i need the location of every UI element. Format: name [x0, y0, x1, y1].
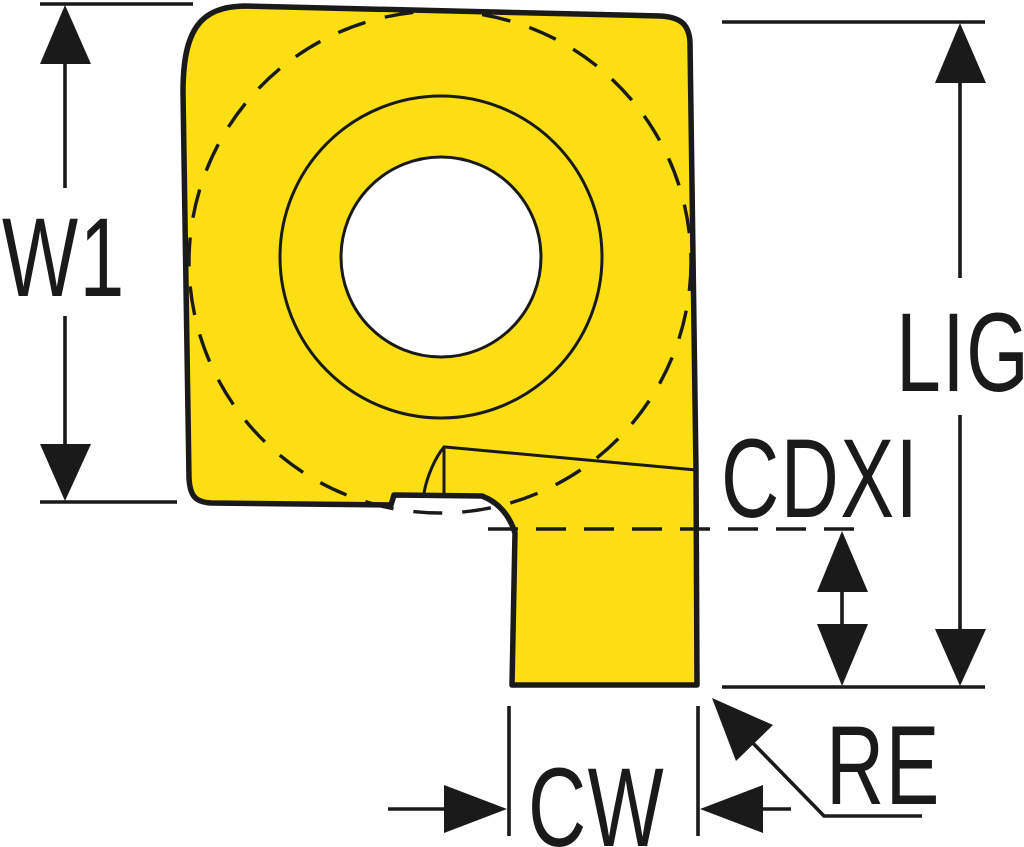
w1-dimension: W1: [2, 2, 193, 504]
cw-label: CW: [528, 745, 665, 847]
cw-arrowhead-right: [700, 785, 763, 833]
re-leader: RE: [712, 698, 941, 828]
lig-label: LIG: [896, 290, 1024, 415]
cw-arrowhead-left: [444, 785, 507, 833]
w1-arrowhead-up: [40, 5, 91, 64]
chipformer-curve: [422, 445, 446, 495]
cdxi-arrowhead-down: [817, 624, 868, 686]
w1-label: W1: [2, 195, 126, 320]
w1-arrowhead-down: [40, 444, 91, 501]
mounting-hole: [339, 155, 543, 359]
cdxi-arrowhead-up: [817, 531, 868, 592]
cdxi-dimension: CDXI: [721, 416, 919, 686]
lig-arrowhead-down: [935, 629, 986, 686]
re-arrowhead: [712, 698, 773, 761]
rake-face-line: [443, 445, 698, 472]
boss-ring-circle: [278, 94, 604, 420]
re-label: RE: [826, 703, 941, 828]
cdxi-label: CDXI: [721, 416, 919, 541]
lig-dimension: LIG: [722, 20, 1024, 686]
inscribed-circle-dashed: [187, 9, 693, 515]
re-leader-line: [746, 736, 922, 818]
lig-arrowhead-up: [935, 23, 986, 83]
cw-dimension: CW: [388, 706, 791, 847]
